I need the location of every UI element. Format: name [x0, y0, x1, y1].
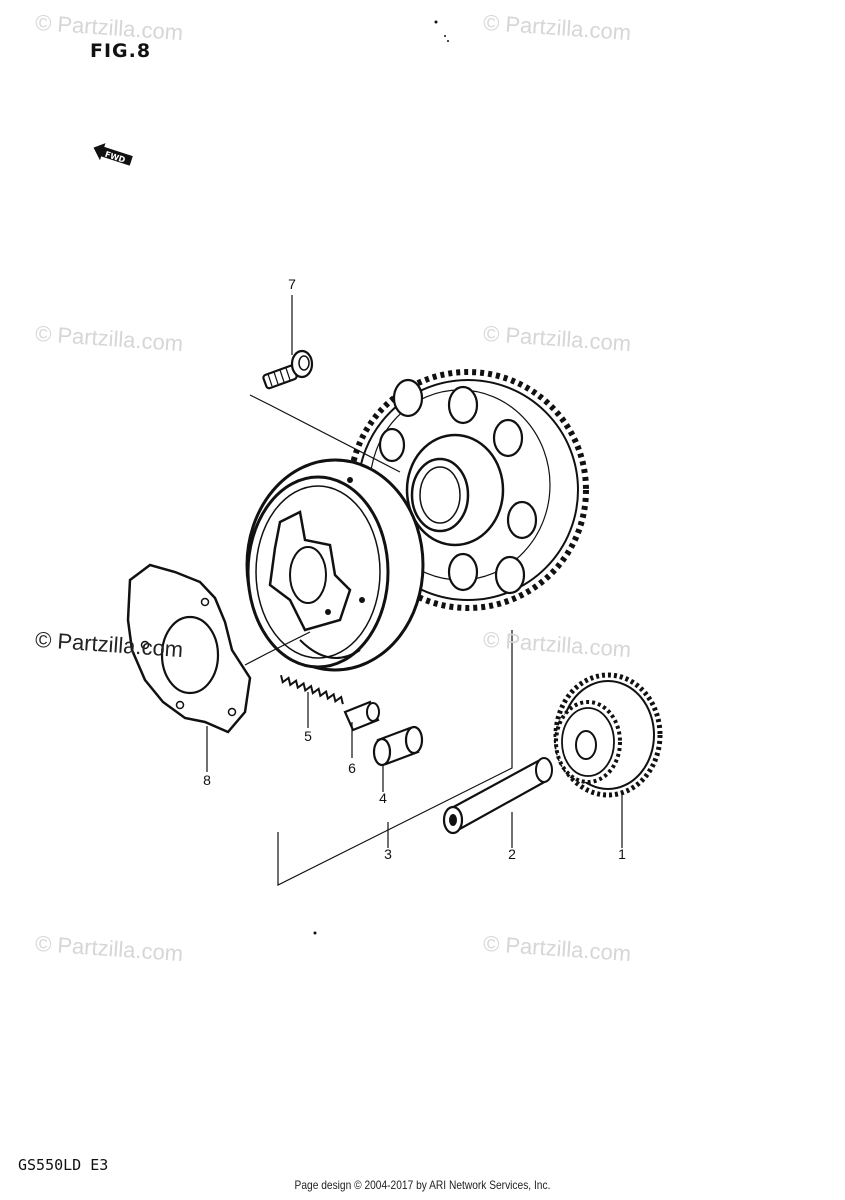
shaft: [442, 757, 553, 835]
bolt: [262, 349, 314, 390]
leader-lines: [206, 295, 623, 886]
roller: [372, 725, 424, 767]
spring: [280, 674, 344, 705]
starter-clutch-housing: [245, 458, 425, 672]
idle-gear: [553, 672, 663, 798]
callout-8: 8: [203, 772, 211, 788]
speck: [434, 20, 438, 24]
figure-title: FIG.8: [90, 40, 152, 62]
speck: [444, 35, 446, 37]
fwd-label: FWD: [104, 150, 127, 165]
callout-3: 3: [384, 846, 392, 862]
model-code: GS550LD E3: [18, 1156, 109, 1174]
page-footer: Page design © 2004-2017 by ARI Network S…: [294, 1178, 551, 1192]
callout-7: 7: [288, 276, 296, 292]
fwd-arrow-icon: FWD: [93, 143, 133, 166]
callout-5: 5: [304, 728, 312, 744]
callout-4: 4: [379, 790, 387, 806]
callout-1: 1: [618, 846, 626, 862]
callout-2: 2: [508, 846, 516, 862]
speck: [447, 40, 449, 42]
callout-6: 6: [348, 760, 356, 776]
pusher: [343, 700, 380, 732]
speck: [313, 931, 317, 935]
washer-plate: [126, 563, 252, 734]
